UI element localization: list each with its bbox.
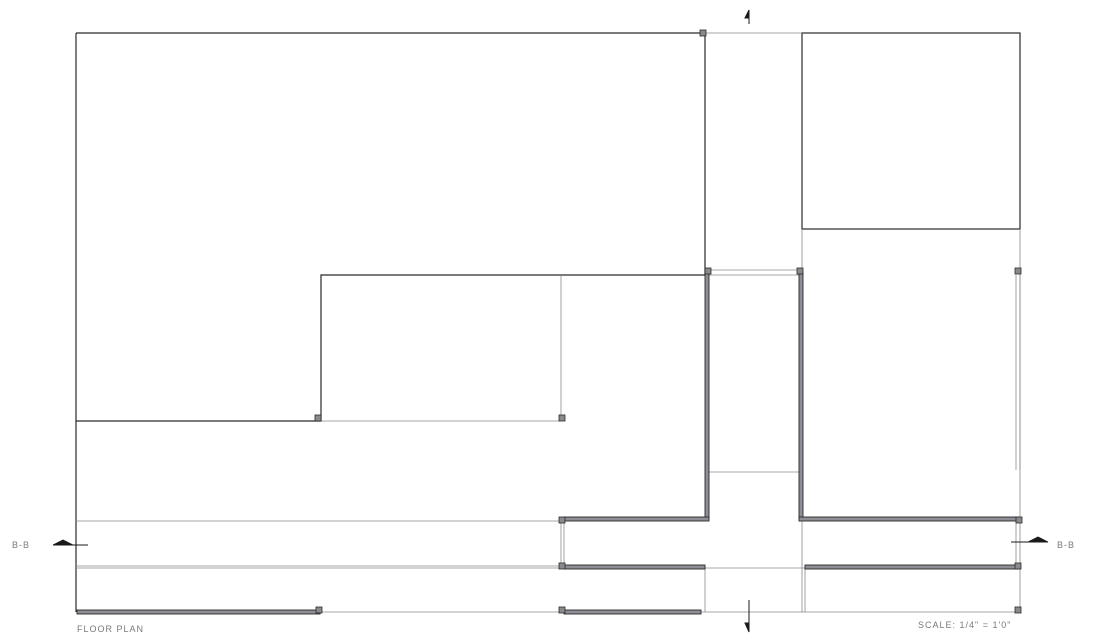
section-marker-left-label: B-B xyxy=(12,540,31,550)
wall-lower-right-2 xyxy=(804,564,1020,570)
main-room-outline xyxy=(75,32,706,612)
wall-bottom-left xyxy=(76,609,321,615)
column xyxy=(1014,267,1022,275)
column xyxy=(558,414,566,422)
column xyxy=(796,267,804,275)
column xyxy=(315,606,323,614)
wall-lower-right-1 xyxy=(798,516,1020,522)
corridor-wall-left xyxy=(704,271,710,520)
corridor-wall-right xyxy=(798,271,804,520)
column xyxy=(699,29,707,37)
section-cut-bottom-arrow-icon xyxy=(744,600,750,633)
section-marker-right-label: B-B xyxy=(1057,540,1076,550)
wall-lower-left-1 xyxy=(563,516,710,522)
wall-segments xyxy=(76,271,1020,615)
reference-lines xyxy=(76,32,1021,613)
drawing-scale: SCALE: 1/4" = 1'0" xyxy=(918,620,1012,630)
column xyxy=(1014,606,1022,614)
section-left-arrow-icon xyxy=(52,539,88,546)
column xyxy=(558,606,566,614)
column xyxy=(704,267,712,275)
column xyxy=(558,562,566,570)
section-right-arrow-icon xyxy=(1011,536,1049,543)
column xyxy=(1014,562,1022,570)
column xyxy=(558,516,566,524)
drawing-title: FLOOR PLAN xyxy=(77,624,145,634)
wall-bottom-mid xyxy=(563,609,702,615)
wall-lower-left-2 xyxy=(563,564,706,570)
column xyxy=(314,414,322,422)
column xyxy=(1015,516,1023,524)
section-cut-top-arrow-icon xyxy=(744,9,750,24)
columns xyxy=(314,29,1023,614)
top-right-room-outline xyxy=(801,32,1021,230)
